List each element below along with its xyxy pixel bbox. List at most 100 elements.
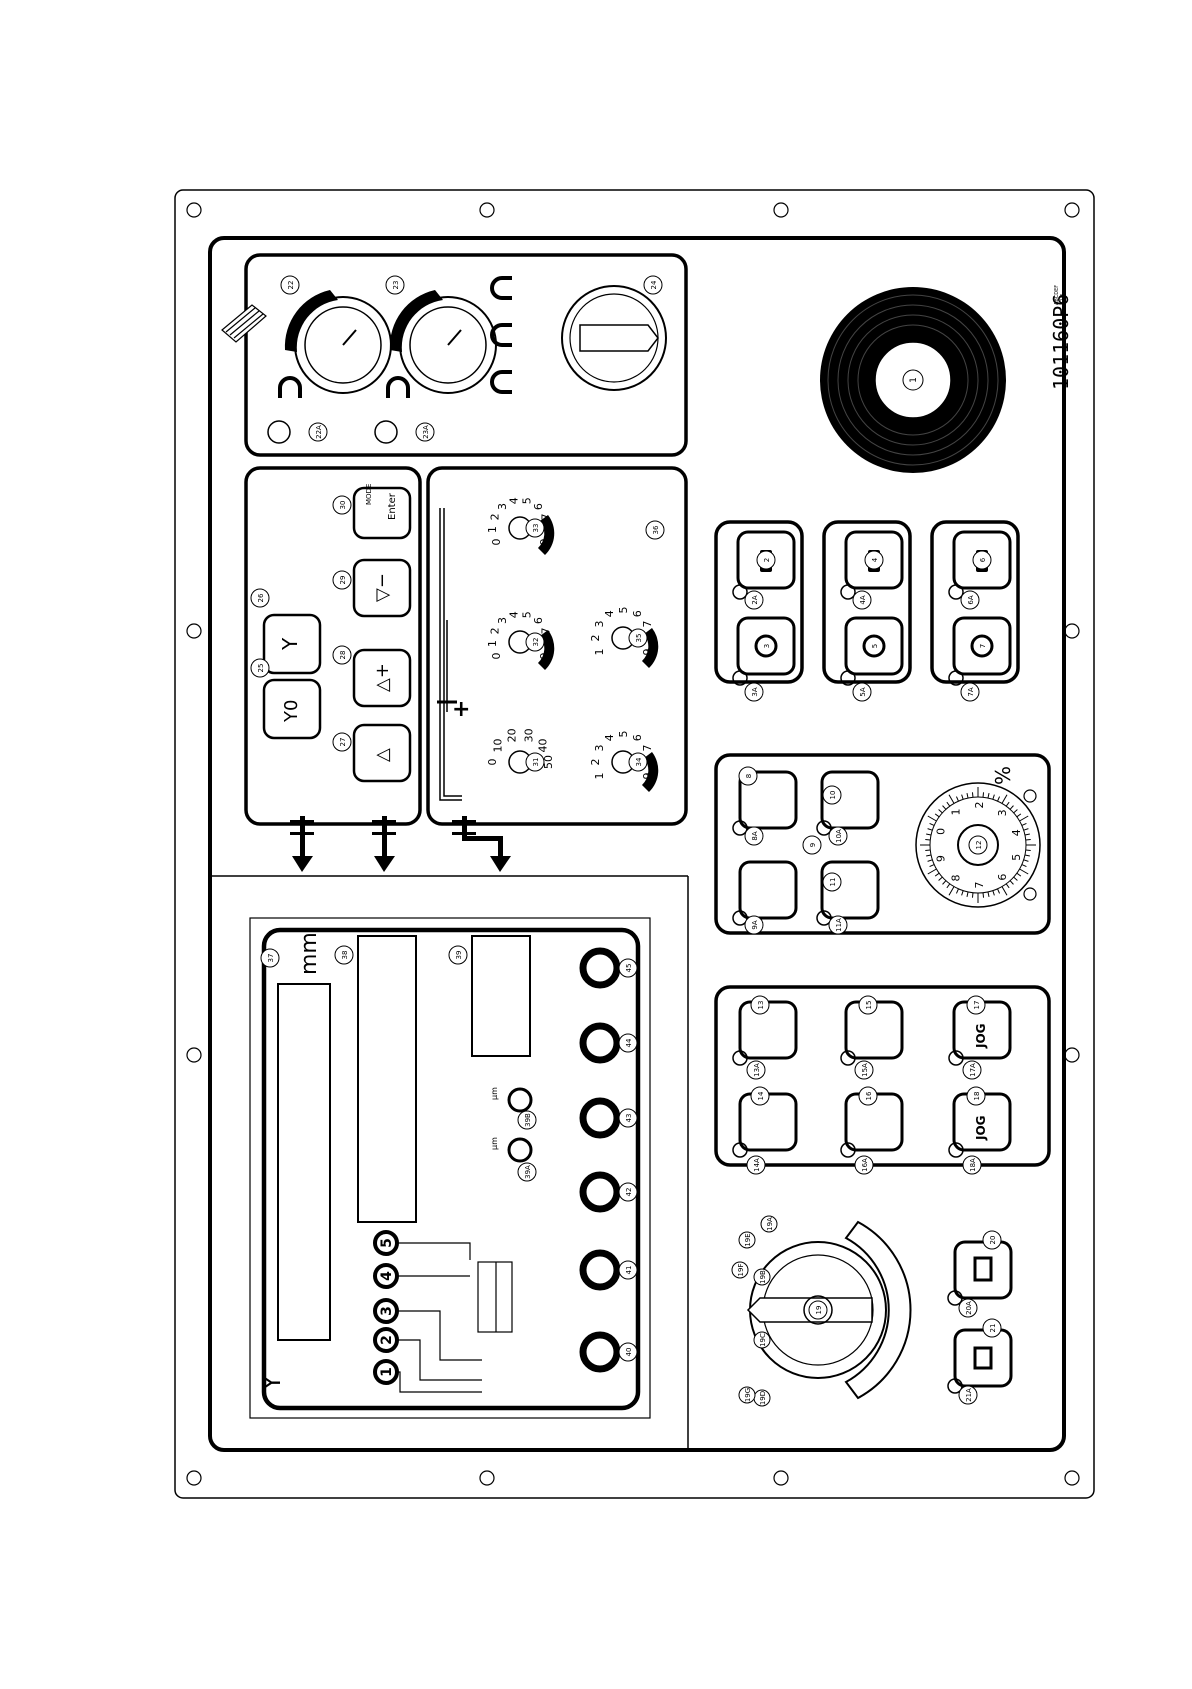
mode-label: MODE — [365, 484, 373, 505]
callout-label: 38 — [341, 951, 349, 960]
knob-22[interactable] — [284, 290, 392, 394]
dial-35-mark-8: 8 — [645, 635, 658, 642]
dial-35-mark-5: 5 — [617, 607, 630, 614]
button-9[interactable] — [738, 860, 798, 920]
callout-13a: 13A — [746, 1060, 766, 1080]
dial-33-mark-8: 8 — [542, 526, 555, 533]
callout-label: 23 — [392, 281, 400, 290]
key-27[interactable] — [352, 723, 412, 783]
round-button-44[interactable] — [579, 1022, 621, 1064]
round-button-42[interactable] — [579, 1171, 621, 1213]
vernier-dial-12[interactable] — [915, 782, 1041, 908]
display-38 — [357, 935, 417, 1223]
dial-33-mark-4: 4 — [508, 497, 521, 504]
button-4[interactable] — [844, 530, 904, 590]
percent-symbol: % — [991, 766, 1015, 785]
dial-34-mark-5: 5 — [617, 731, 630, 738]
axis-indicator-4: 4 — [379, 1271, 395, 1281]
button-13[interactable] — [738, 1000, 798, 1060]
callout-label: 4 — [871, 557, 879, 562]
callout-label: 17 — [973, 1001, 981, 1010]
button-20[interactable] — [953, 1240, 1013, 1300]
key-29[interactable] — [352, 558, 412, 618]
callout-15: 15 — [858, 995, 878, 1015]
display-37 — [277, 983, 331, 1341]
callout-label: 39A — [524, 1165, 532, 1179]
button-3[interactable] — [736, 616, 796, 676]
dial-32-mark-9: 9 — [538, 653, 551, 660]
callout-12: 12 — [968, 835, 988, 855]
callout-33: 33 — [525, 518, 545, 538]
button-10[interactable] — [820, 770, 880, 830]
callout-40: 40 — [618, 1342, 638, 1362]
callout-label: 37 — [267, 954, 275, 963]
callout-39b: 39B — [517, 1110, 537, 1130]
callout-label: 11 — [829, 878, 837, 887]
button-11[interactable] — [820, 860, 880, 920]
callout-label: 1 — [909, 377, 919, 383]
panel-display — [261, 927, 641, 1411]
callout-20: 20 — [982, 1230, 1002, 1250]
dial-34-mark-6: 6 — [631, 734, 644, 741]
button-5[interactable] — [844, 616, 904, 676]
key-26[interactable] — [262, 613, 322, 675]
callout-label: 19F — [737, 1264, 745, 1277]
callout-27: 27 — [332, 732, 352, 752]
button-6[interactable] — [952, 530, 1012, 590]
vernier-mark-1: 1 — [949, 809, 962, 816]
knob-23[interactable] — [389, 290, 497, 394]
callout-14: 14 — [750, 1086, 770, 1106]
panel-motion — [714, 985, 1051, 1167]
callout-26: 26 — [250, 588, 270, 608]
callout-21a: 21A — [958, 1385, 978, 1405]
vernier-mark-6: 6 — [996, 874, 1009, 881]
panel-keypad — [244, 466, 422, 826]
round-button-45[interactable] — [579, 947, 621, 989]
vernier-mark-2: 2 — [973, 802, 986, 809]
callout-label: 10A — [835, 829, 843, 843]
callout-label: 6 — [979, 557, 987, 562]
key-28[interactable] — [352, 648, 412, 708]
callout-label: 16A — [861, 1158, 869, 1172]
callout-label: 39 — [455, 951, 463, 960]
indicator-39b — [507, 1087, 533, 1113]
callout-22a: 22A — [308, 422, 328, 442]
key-25[interactable] — [262, 678, 322, 740]
key-27-label: △ — [372, 748, 393, 762]
indicator-23a — [374, 420, 398, 444]
round-button-41[interactable] — [579, 1249, 621, 1291]
vernier-mark-0: 0 — [934, 828, 947, 835]
axis-indicator-5: 5 — [379, 1238, 395, 1248]
panel-group-a — [714, 520, 804, 684]
callout-label: 42 — [625, 1188, 633, 1197]
dial-31-mark-0: 0 — [486, 759, 499, 766]
rotary-selector-19[interactable] — [746, 1220, 912, 1400]
selector-switch-24[interactable] — [561, 285, 667, 391]
dial-33-mark-7: 7 — [540, 513, 553, 520]
dial-35-mark-2: 2 — [589, 635, 602, 642]
button-8[interactable] — [738, 770, 798, 830]
callout-label: 14A — [753, 1158, 761, 1172]
callout-25: 25 — [250, 658, 270, 678]
callout-label: 19D — [759, 1391, 767, 1405]
callout-6a: 6A — [960, 590, 980, 610]
button-7[interactable] — [952, 616, 1012, 676]
round-button-43[interactable] — [579, 1097, 621, 1139]
callout-label: 15 — [865, 1001, 873, 1010]
button-21[interactable] — [953, 1328, 1013, 1388]
plate-icon — [221, 304, 267, 343]
button-14[interactable] — [738, 1092, 798, 1152]
callout-label: 36 — [652, 525, 660, 534]
callout-label: 13 — [757, 1001, 765, 1010]
button-2[interactable] — [736, 530, 796, 590]
key-30[interactable] — [352, 486, 412, 540]
callout-28: 28 — [332, 645, 352, 665]
dial-35-mark-1: 1 — [593, 649, 606, 656]
callout-label: 8A — [751, 831, 759, 840]
panel-display-frame — [249, 917, 651, 1419]
callout-16: 16 — [858, 1086, 878, 1106]
callout-label: 14 — [757, 1091, 765, 1100]
round-button-40[interactable] — [579, 1331, 621, 1373]
